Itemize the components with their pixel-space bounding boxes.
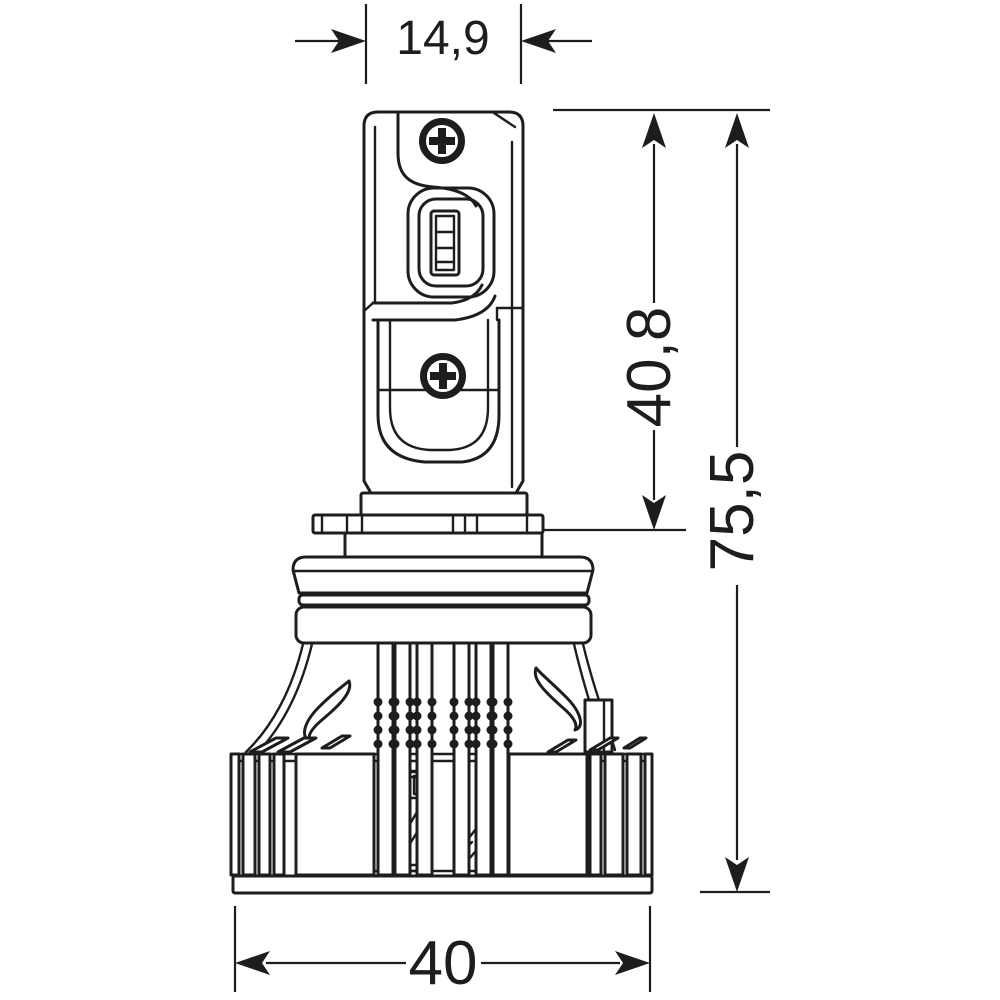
heatsink (229, 752, 654, 877)
arrowhead-left-icon (521, 29, 556, 53)
clamp-ring (294, 605, 593, 645)
bulb-drawing (229, 110, 654, 895)
mid-section-band (362, 283, 525, 322)
wire-braids (373, 641, 513, 877)
arrowhead-right-icon (615, 951, 650, 975)
base-plate (231, 874, 654, 895)
arrowhead-right-icon (331, 29, 366, 53)
dim-label-top-width: 14,9 (396, 12, 489, 65)
dimension-annotations: 14,9 40,8 75,5 (233, 4, 770, 998)
dim-label-base-width: 40 (409, 929, 478, 998)
dim-upper-height: 40,8 (543, 108, 770, 532)
collar (291, 555, 595, 595)
dim-label-total-height: 75,5 (698, 451, 767, 572)
side-wires (244, 642, 648, 754)
retaining-flange (311, 491, 545, 559)
dim-base-width: 40 (233, 906, 652, 998)
arrowhead-down-icon (725, 857, 749, 892)
arrowhead-up-icon (725, 113, 749, 148)
arrowhead-up-icon (642, 113, 666, 148)
arrowhead-down-icon (642, 495, 666, 530)
gasket-ring (297, 593, 591, 607)
connector-socket (406, 186, 496, 299)
phillips-screw-lower-icon (420, 353, 466, 399)
arrowhead-left-icon (235, 951, 270, 975)
phillips-screw-top-icon (419, 118, 465, 164)
dim-label-upper-height: 40,8 (615, 307, 684, 428)
dim-top-width: 14,9 (295, 4, 592, 84)
dim-total-height: 75,5 (698, 113, 770, 894)
